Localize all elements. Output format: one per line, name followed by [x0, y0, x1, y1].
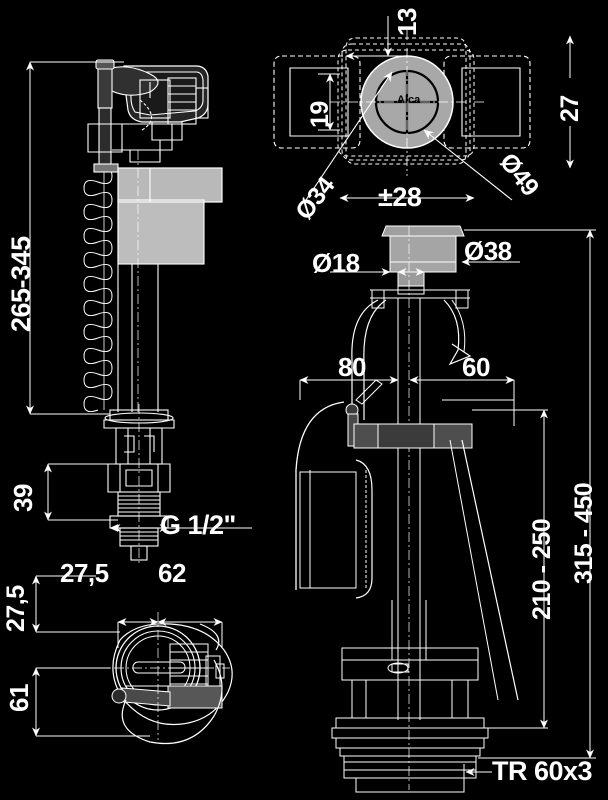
- dim-button-13: [345, 16, 406, 60]
- dim-label-plan-62: 62: [158, 558, 186, 588]
- dim-base-thread-leader: [463, 764, 492, 782]
- dim-lever-60: [409, 376, 515, 426]
- dim-label-button-19: 19: [306, 101, 334, 128]
- fill-valve-elevation-geometry: [83, 59, 223, 566]
- dim-label-button-adjust: ±28: [378, 182, 422, 212]
- dim-label-plan-v-27-5: 27,5: [2, 585, 30, 632]
- dim-water-level-210-250: [472, 409, 548, 729]
- brand-logo-alca: Alca: [397, 94, 421, 106]
- dim-plan-62: [157, 618, 223, 648]
- dim-label-plan-61: 61: [4, 684, 34, 712]
- button-plan-geometry: [273, 30, 531, 201]
- dim-fill-valve-height: [26, 61, 124, 415]
- dim-label-overflow-dia: Ø18: [312, 248, 360, 278]
- dim-label-thread-length: 39: [8, 484, 38, 512]
- dim-plan-27-5: [117, 618, 159, 648]
- fill-valve-plan-geometry: [96, 612, 233, 745]
- dim-plan-61: [32, 667, 150, 737]
- dim-plan-v-27-5: [32, 575, 120, 633]
- dim-total-height-315-450: [464, 229, 596, 759]
- dim-label-base-thread: TR 60x3: [492, 756, 593, 786]
- dim-label-thread-spec: G 1/2": [160, 510, 236, 540]
- dim-label-fill-valve-height: 265-345: [6, 236, 36, 332]
- dim-thread-length: [44, 463, 118, 521]
- dim-label-lever-60: 60: [462, 352, 490, 382]
- dim-label-water-level: 210 - 250: [528, 518, 556, 620]
- dim-label-button-27: 27: [556, 95, 584, 122]
- dim-label-lever-80: 80: [338, 352, 366, 382]
- dim-lever-80: [299, 376, 399, 400]
- flush-valve-geometry: [295, 225, 519, 793]
- dim-label-cap-dia: Ø38: [464, 236, 512, 266]
- dim-label-plan-27-5: 27,5: [60, 558, 109, 588]
- dim-label-total-height: 315 - 450: [570, 482, 598, 584]
- dim-button-19: [318, 73, 340, 131]
- dim-label-button-13: 13: [392, 8, 422, 36]
